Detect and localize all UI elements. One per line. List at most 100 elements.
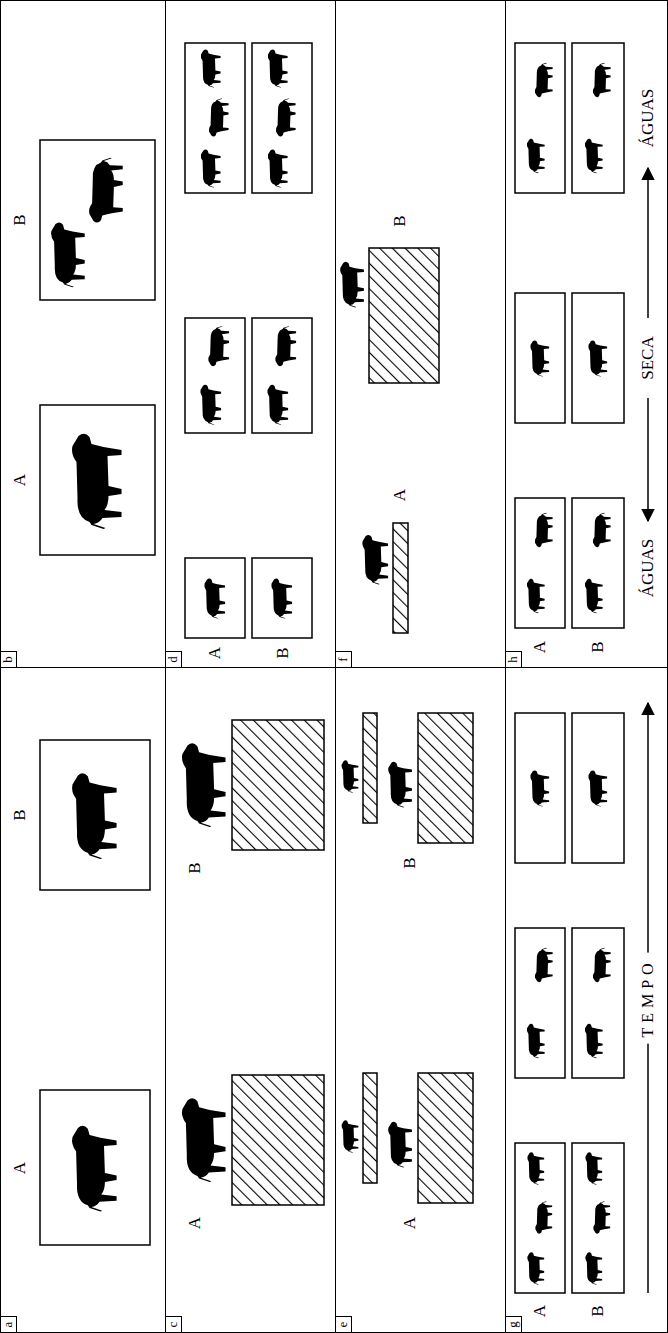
cattle-silhouette	[527, 1252, 544, 1284]
cattle-silhouette	[527, 579, 545, 613]
enclosure-box	[252, 318, 312, 433]
cattle-silhouette	[268, 49, 288, 87]
panel-frame: f	[335, 0, 506, 668]
season-label: SECA	[639, 336, 657, 379]
enclosure-box	[572, 1143, 624, 1293]
enclosure-box	[515, 1143, 565, 1293]
panel-letter: d	[165, 651, 182, 668]
enclosure-box	[572, 928, 624, 1078]
panel-letter: c	[165, 1316, 182, 1333]
cattle-silhouette	[535, 63, 553, 97]
group-label: A	[531, 1305, 549, 1317]
group-label: B	[186, 862, 204, 873]
panel-frame: c	[165, 667, 336, 1333]
panel-letter: f	[335, 651, 352, 668]
enclosure-box	[185, 558, 245, 638]
cattle-silhouette	[268, 149, 288, 187]
cattle-silhouette	[593, 1201, 610, 1233]
cattle-silhouette	[530, 770, 549, 806]
hatched-block	[418, 713, 473, 843]
group-label: B	[274, 647, 292, 658]
panel-letter: g	[505, 1316, 522, 1333]
season-label: ÁGUAS	[639, 89, 657, 148]
cattle-silhouette	[527, 139, 545, 173]
enclosure-box	[40, 405, 155, 555]
cattle-silhouette	[271, 579, 292, 619]
hatched-block	[363, 1073, 377, 1183]
enclosure-box	[40, 740, 150, 890]
cattle-silhouette	[388, 1122, 412, 1168]
cattle-silhouette	[342, 760, 359, 792]
group-label: A	[391, 489, 409, 501]
group-label: B	[589, 641, 607, 652]
hatched-block	[418, 1073, 473, 1203]
cattle-silhouette	[388, 762, 412, 808]
time-arrow	[647, 168, 649, 318]
panel-frame: b	[0, 0, 166, 668]
cattle-silhouette	[51, 223, 85, 288]
enclosure-box	[185, 43, 245, 193]
cattle-silhouette	[342, 1120, 359, 1152]
cattle-silhouette	[72, 434, 122, 529]
cattle-silhouette	[585, 1152, 602, 1184]
group-label: A	[531, 641, 549, 653]
panel-letter: a	[0, 1316, 17, 1333]
enclosure-box	[572, 43, 624, 193]
enclosure-box	[515, 43, 565, 193]
cattle-silhouette	[585, 1024, 603, 1058]
cattle-silhouette	[200, 385, 221, 425]
panel-letter: e	[335, 1316, 352, 1333]
cattle-silhouette	[72, 773, 117, 859]
panel-frame: a	[0, 667, 166, 1333]
hatched-block	[393, 523, 408, 633]
hatched-block	[363, 713, 377, 823]
panel-letter: b	[0, 651, 17, 668]
cattle-silhouette	[588, 340, 607, 376]
group-label: B	[589, 1305, 607, 1316]
cattle-silhouette	[527, 1024, 545, 1058]
group-label: A	[186, 1217, 204, 1229]
group-label: A	[11, 474, 29, 486]
enclosure-box	[252, 43, 312, 193]
enclosure-box	[572, 293, 624, 423]
cattle-silhouette	[182, 743, 226, 827]
cattle-silhouette	[362, 535, 388, 585]
cattle-silhouette	[340, 262, 364, 308]
cattle-silhouette	[535, 948, 553, 982]
season-label: ÁGUAS	[639, 539, 657, 598]
cattle-silhouette	[208, 326, 229, 366]
enclosure-box	[185, 318, 245, 433]
group-label: B	[401, 857, 419, 868]
enclosure-box	[572, 498, 624, 628]
enclosure-box	[515, 293, 565, 423]
cattle-silhouette	[209, 98, 229, 136]
enclosure-box	[515, 713, 565, 863]
cattle-silhouette	[593, 513, 611, 547]
cattle-silhouette	[182, 1098, 226, 1182]
cattle-silhouette	[535, 1201, 552, 1233]
cattle-silhouette	[588, 770, 607, 806]
cattle-silhouette	[275, 326, 296, 366]
cattle-silhouette	[535, 513, 553, 547]
cattle-silhouette	[72, 1126, 117, 1212]
panel-frame: d	[165, 0, 336, 668]
time-axis-label: TEMPO	[639, 952, 657, 1043]
cattle-silhouette	[585, 1252, 602, 1284]
enclosure-box	[252, 558, 312, 638]
cattle-silhouette	[89, 158, 123, 223]
enclosure-box	[40, 1090, 150, 1245]
cattle-silhouette	[204, 579, 225, 619]
group-label: B	[11, 214, 29, 225]
cattle-silhouette	[276, 98, 296, 136]
group-label: A	[206, 647, 224, 659]
hatched-block	[232, 720, 324, 850]
enclosure-box	[515, 498, 565, 628]
cattle-silhouette	[527, 1152, 544, 1184]
time-arrow	[647, 398, 649, 521]
hatched-block	[232, 1075, 324, 1205]
panel-letter: h	[505, 651, 522, 668]
cattle-silhouette	[593, 948, 611, 982]
hatched-block	[369, 248, 439, 383]
cattle-silhouette	[201, 149, 221, 187]
